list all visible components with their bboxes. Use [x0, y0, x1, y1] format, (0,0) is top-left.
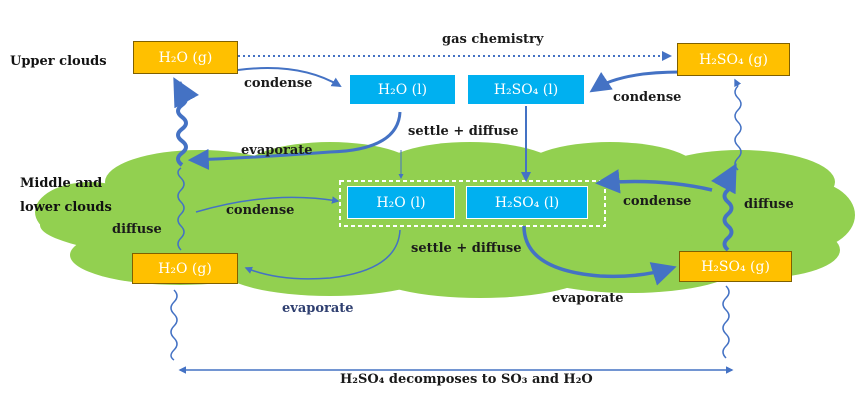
upper-condense-left-arrow — [237, 67, 342, 88]
upper-condense-left-label: condense — [244, 76, 313, 91]
upper-h2o-gas-box: H₂O (g) — [133, 41, 238, 74]
left-bottom-wave — [170, 289, 178, 361]
region-label-upper: Upper clouds — [10, 54, 107, 69]
middle-liquid-dashed-frame — [339, 180, 606, 227]
lower-settle-diffuse-label: settle + diffuse — [411, 241, 522, 256]
gas-chemistry-label: gas chemistry — [442, 32, 544, 47]
mid-condense-left-arrow — [195, 196, 340, 213]
mid-h2o-liquid-box: H₂O (l) — [347, 186, 455, 219]
decomposition-label: H₂SO₄ decomposes to SO₃ and H₂O — [340, 372, 593, 387]
upper-condense-right-arrow — [589, 70, 681, 93]
mid-condense-right-label: condense — [623, 194, 692, 209]
diffuse-left-label: diffuse — [112, 222, 162, 237]
mid-condense-right-arrow — [595, 169, 713, 194]
mid-condense-left-label: condense — [226, 203, 295, 218]
lower-evaporate-left-label: evaporate — [282, 301, 354, 316]
upper-h2so4-liquid-box: H₂SO₄ (l) — [467, 74, 585, 105]
region-label-middle-line1: Middle and — [20, 176, 103, 191]
mid-h2so4-liquid-box: H₂SO₄ (l) — [466, 186, 588, 219]
right-thin-wave-upper — [734, 85, 742, 171]
mid-evaporate-left-arrow — [244, 229, 401, 280]
diffuse-right-label: diffuse — [744, 197, 794, 212]
upper-evaporate-label: evaporate — [241, 143, 313, 158]
upper-condense-right-label: condense — [613, 90, 682, 105]
lower-evaporate-right-label: evaporate — [552, 291, 624, 306]
lower-h2o-gas-box: H₂O (g) — [132, 253, 238, 284]
right-bottom-wave — [722, 285, 730, 359]
upper-settle-diffuse-label: settle + diffuse — [408, 124, 519, 139]
upper-h2so4-gas-box: H₂SO₄ (g) — [677, 43, 790, 76]
left-thin-wave — [177, 167, 185, 251]
lower-h2so4-gas-box: H₂SO₄ (g) — [679, 251, 792, 282]
upper-evaporate-arrow — [187, 111, 402, 170]
lower-evaporate-right-arrow — [522, 225, 677, 286]
region-label-middle-line2: lower clouds — [20, 200, 112, 215]
upper-h2o-liquid-box: H₂O (l) — [349, 74, 456, 105]
